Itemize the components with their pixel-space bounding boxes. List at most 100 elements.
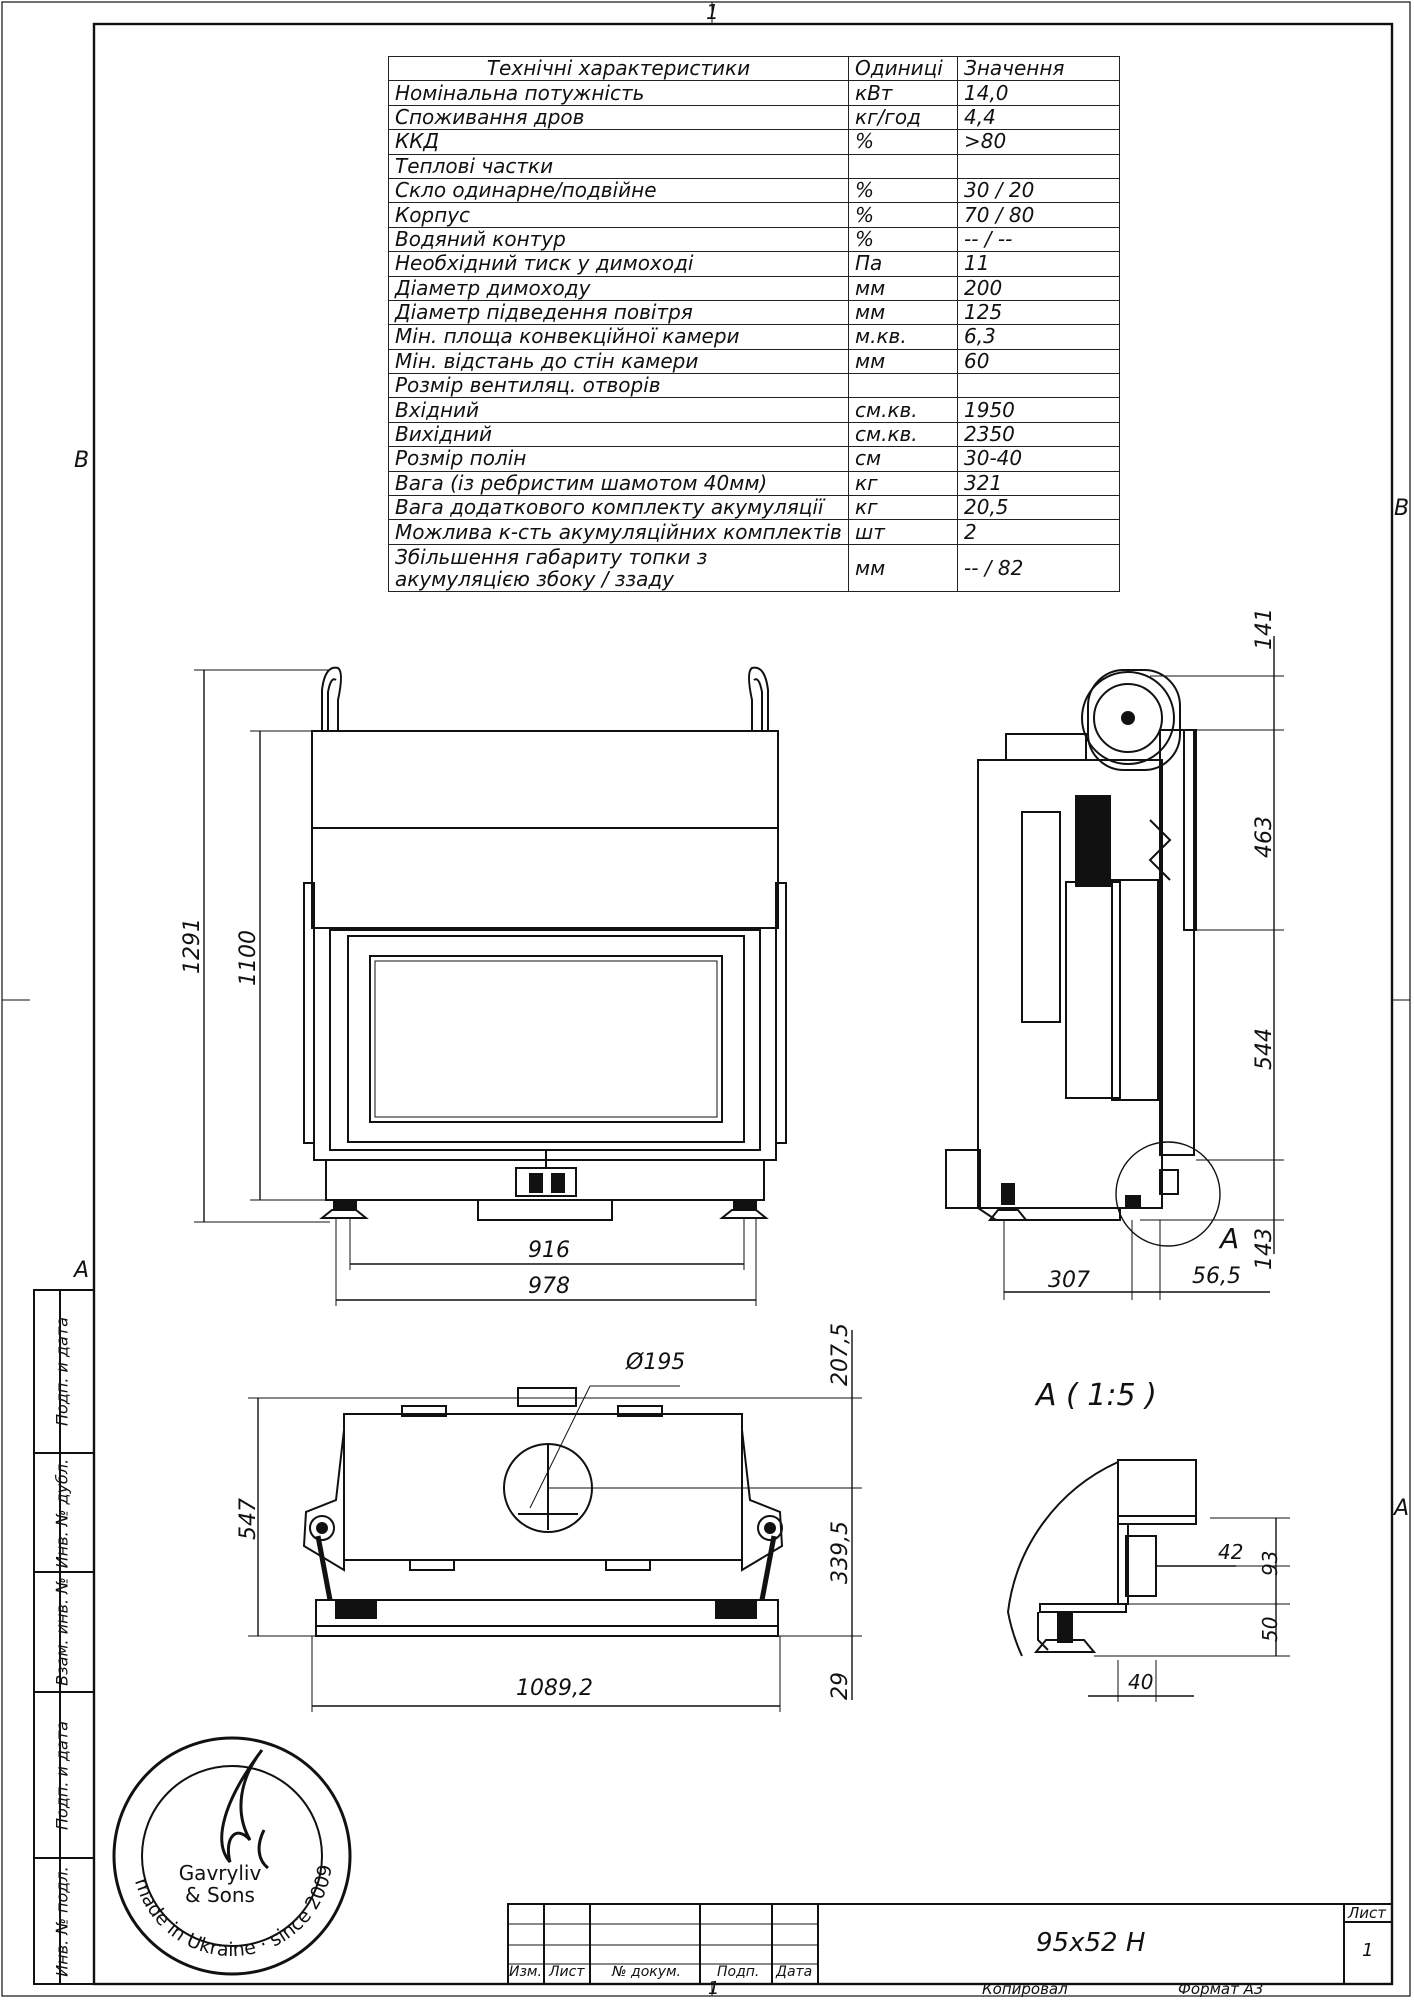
spec-characteristic: Вага (із ребристим шамотом 40мм) <box>388 470 849 497</box>
spec-characteristic: Розмір вентиляц. отворів <box>388 373 849 399</box>
spec-value: 20,5 <box>957 495 1120 521</box>
dim-plan-flue-back: 339,5 <box>828 1521 853 1584</box>
spec-value: 70 / 80 <box>957 202 1120 228</box>
spec-unit: шт <box>848 519 958 545</box>
dim-plan-width: 1089,2 <box>516 1676 593 1701</box>
spec-value <box>957 153 1120 179</box>
dim-side-upper: 463 <box>1252 816 1277 858</box>
spec-unit: % <box>848 177 958 204</box>
spec-unit: % <box>848 129 958 155</box>
spec-characteristic: Споживання дров <box>388 104 849 131</box>
spec-characteristic: Можлива к-сть акумуляційних комплектів <box>388 519 849 545</box>
dim-front-width-outer: 978 <box>528 1274 570 1299</box>
tb-col-sign: Подп. <box>717 1964 760 1980</box>
spec-header-row: Технічні характеристики Одиниці Значення <box>388 55 1120 82</box>
spec-value: 2350 <box>957 421 1120 448</box>
spec-unit: см.кв. <box>848 397 958 423</box>
spec-characteristic: Номінальна потужність <box>388 80 849 106</box>
spec-unit: кг <box>848 470 958 497</box>
brand-line-2: & Sons <box>185 1883 255 1907</box>
spec-row: Водяний контур%-- / -- <box>388 226 1120 253</box>
zone-bottom-label: 1 <box>708 1978 720 1999</box>
spec-unit: кВт <box>848 80 958 106</box>
spec-value: -- / -- <box>957 226 1120 253</box>
side-strip <box>33 1289 95 1985</box>
dim-side-depth: 307 <box>1048 1268 1090 1293</box>
spec-characteristic: ККД <box>388 129 849 155</box>
spec-characteristic: Діаметр підведення повітря <box>388 299 849 326</box>
tb-col-izm: Изм. <box>509 1964 542 1980</box>
spec-value: 14,0 <box>957 80 1120 106</box>
spec-value: -- / 82 <box>957 543 1120 592</box>
spec-row: Розмір вентиляц. отворів <box>388 373 1120 399</box>
dim-side-middle: 544 <box>1252 1028 1277 1070</box>
tb-format: Формат A3 <box>1178 1980 1264 1998</box>
dim-plan-front: 29 <box>828 1672 853 1700</box>
spec-unit: % <box>848 202 958 228</box>
tb-sheet-number: 1 <box>1362 1940 1374 1961</box>
strip-sign-date-1: Подп. и дата <box>52 1317 72 1426</box>
spec-value: 125 <box>957 299 1120 326</box>
front-view <box>194 666 787 1306</box>
spec-header-characteristic: Технічні характеристики <box>388 55 849 82</box>
spec-value: 2 <box>957 519 1120 545</box>
spec-unit: см.кв. <box>848 421 958 448</box>
spec-unit: мм <box>848 275 958 301</box>
spec-value <box>957 373 1120 399</box>
dim-detail-42: 42 <box>1218 1540 1244 1564</box>
dim-plan-diameter: Ø195 <box>626 1350 686 1375</box>
spec-value: 200 <box>957 275 1120 301</box>
spec-value: 30-40 <box>957 446 1120 472</box>
spec-unit: мм <box>848 299 958 326</box>
zone-right-a: A <box>1394 1496 1410 1521</box>
spec-characteristic: Вага додаткового комплекту акумуляції <box>388 495 849 521</box>
detail-a-title: A ( 1:5 ) <box>1036 1378 1157 1413</box>
spec-characteristic: Вихідний <box>388 421 849 448</box>
detail-marker-a: A <box>1220 1222 1240 1255</box>
spec-value: 4,4 <box>957 104 1120 131</box>
strip-sign-date-2: Подп. и дата <box>52 1721 72 1830</box>
spec-characteristic: Мін. відстань до стін камери <box>388 348 849 375</box>
spec-unit: Па <box>848 251 958 277</box>
tb-designation: 95x52 H <box>1036 1928 1146 1958</box>
zone-left-b: B <box>74 448 90 473</box>
dim-side-bottom: 143 <box>1252 1228 1277 1270</box>
brand-name: Gavryliv & Sons <box>170 1862 270 1906</box>
spec-value: 11 <box>957 251 1120 277</box>
spec-header-unit: Одиниці <box>848 55 958 82</box>
spec-row: Скло одинарне/подвійне%30 / 20 <box>388 177 1120 204</box>
spec-row: Теплові частки <box>388 153 1120 179</box>
spec-characteristic: Збільшення габариту топки з акумуляцією … <box>388 543 849 592</box>
spec-unit: м.кв. <box>848 324 958 350</box>
svg-text:made in Ukraine · since 2009: made in Ukraine · since 2009 <box>130 1863 337 1961</box>
spec-value: 321 <box>957 470 1120 497</box>
side-view <box>945 636 1284 1300</box>
dim-front-width-inner: 916 <box>528 1238 570 1263</box>
zone-right-b: B <box>1394 496 1410 521</box>
plan-view <box>248 1330 862 1712</box>
dim-side-top: 141 <box>1252 608 1277 650</box>
spec-characteristic: Мін. площа конвекційної камери <box>388 324 849 350</box>
spec-value: 30 / 20 <box>957 177 1120 204</box>
dim-plan-depth: 547 <box>236 1498 261 1540</box>
spec-characteristic: Водяний контур <box>388 226 849 253</box>
tb-col-doc: № докум. <box>612 1964 682 1980</box>
brand-line-1: Gavryliv <box>178 1861 262 1885</box>
spec-value: 60 <box>957 348 1120 375</box>
dim-side-offset: 56,5 <box>1192 1264 1241 1289</box>
tb-col-list: Лист <box>549 1964 585 1980</box>
spec-header-value: Значення <box>957 55 1120 82</box>
